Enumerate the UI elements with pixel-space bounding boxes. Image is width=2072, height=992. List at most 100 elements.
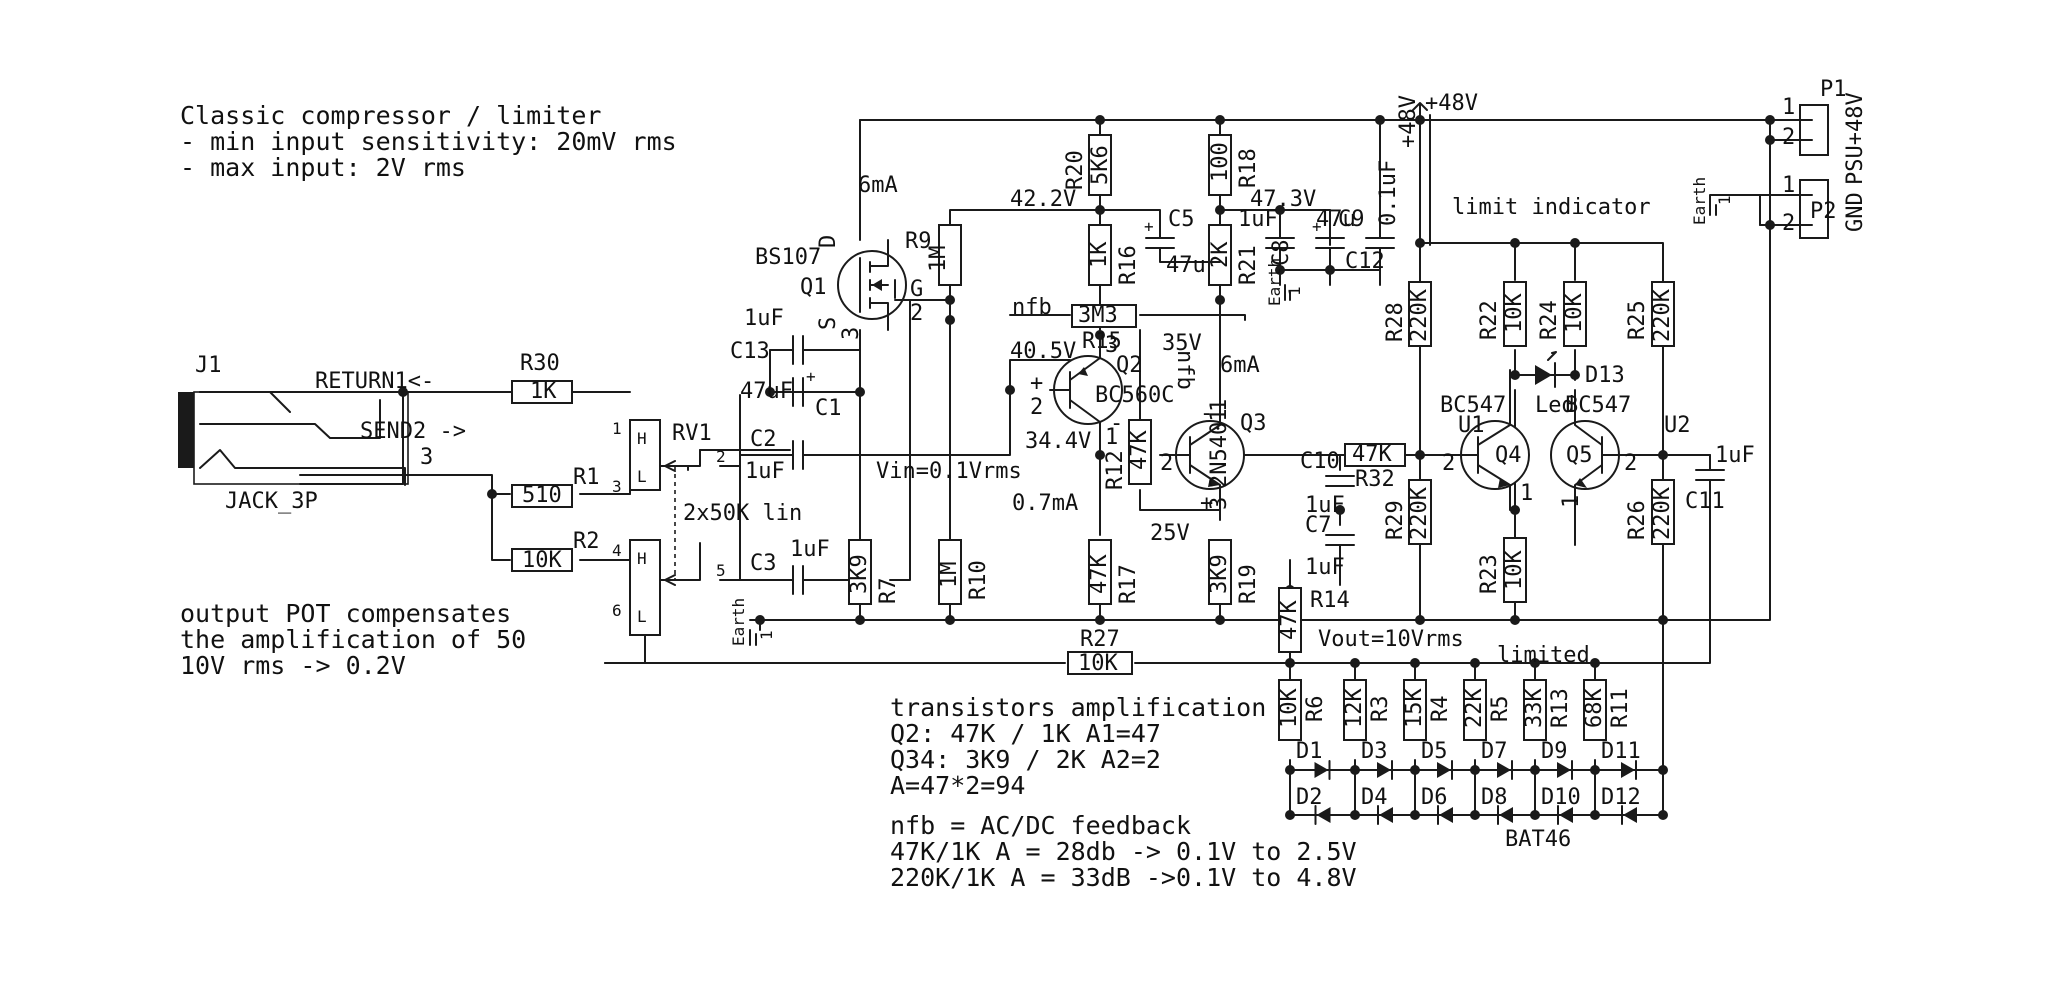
- resistor-r17[interactable]: 47K R17: [1087, 539, 1141, 605]
- diode-d6[interactable]: D6: [1421, 785, 1453, 825]
- r17-value: 47K: [1087, 554, 1112, 594]
- design-notes: Classic compressor / limiter - min input…: [180, 101, 1357, 892]
- resistor-r14[interactable]: 47K R14: [1277, 587, 1350, 653]
- v48-b: +48V: [1425, 91, 1478, 116]
- diode-d11[interactable]: D11: [1601, 739, 1641, 780]
- r5-ref: R5: [1488, 696, 1513, 723]
- led-d13[interactable]: D13 Led: [1514, 351, 1625, 418]
- r2-ref: R2: [573, 529, 600, 554]
- diode-ref: D3: [1361, 739, 1388, 764]
- resistor-r25[interactable]: 220K R25: [1625, 281, 1675, 347]
- r22-ref: R22: [1477, 300, 1502, 340]
- q2-value: BC560C: [1095, 383, 1174, 408]
- note-pot-3: 10V rms -> 0.2V: [180, 651, 406, 680]
- mosfet-q1[interactable]: D S G 2 3 BS107 Q1: [755, 235, 923, 340]
- connector-p2[interactable]: 1 2 P2 GND: [1782, 173, 1868, 239]
- capacitor-c10[interactable]: C10 1uF: [1300, 449, 1355, 518]
- capacitor-c12[interactable]: C12 0.1uF: [1345, 160, 1401, 274]
- capacitor-c1[interactable]: + C1 47uF: [740, 367, 861, 421]
- r11-value: 68K: [1582, 688, 1607, 728]
- q4-pin1: 1: [1520, 481, 1533, 506]
- net-annotations: 6mA 42.2V 47.3V nfb 35V nfb 40.5V 34.4V …: [858, 173, 1651, 668]
- earth-a-label: Earth: [729, 598, 748, 646]
- note-nfb-1: nfb = AC/DC feedback: [890, 811, 1191, 840]
- capacitor-c9[interactable]: + 47u C9: [1312, 207, 1365, 271]
- capacitor-c5[interactable]: + C5 47u: [1144, 207, 1221, 278]
- resistor-r15[interactable]: 3M3 R15: [1071, 303, 1137, 354]
- resistor-r2[interactable]: 10K R2: [511, 529, 600, 573]
- resistor-r23[interactable]: 10K R23: [1477, 537, 1527, 603]
- r22-value: 10K: [1502, 293, 1527, 333]
- q4-ref: Q4: [1495, 443, 1522, 468]
- resistor-r28[interactable]: 220K R28: [1383, 281, 1432, 347]
- diode-ref: D9: [1541, 739, 1568, 764]
- resistor-r20[interactable]: 5K6 R20: [1063, 134, 1113, 196]
- j1-value: JACK_3P: [225, 489, 318, 514]
- transistor-q4[interactable]: 2 1 Q4 BC547: [1439, 369, 1533, 511]
- diode-d9[interactable]: D9: [1541, 739, 1573, 780]
- resistor-r22[interactable]: 10K R22: [1477, 281, 1527, 347]
- diode-d12[interactable]: D12: [1601, 785, 1641, 825]
- transistor-q2[interactable]: + 2 3 1 - Q2 BC560C: [1030, 333, 1174, 450]
- r5-value: 22K: [1462, 688, 1487, 728]
- r16-value: 1K: [1087, 241, 1112, 268]
- resistor-r3[interactable]: 12K R3: [1342, 679, 1393, 741]
- resistor-r19[interactable]: 3K9 R19: [1207, 539, 1261, 605]
- transistor-q3[interactable]: - + 1 2 3 Q3 2N5401: [1159, 394, 1267, 521]
- resistor-r10[interactable]: 1M R10: [937, 539, 991, 605]
- potentiometer-rv1[interactable]: H L H L 1 2 3 4 5 6 RV1 2x50K lin: [612, 419, 802, 636]
- diode-d3[interactable]: D3: [1361, 739, 1393, 780]
- r15-value: 3M3: [1078, 303, 1118, 328]
- c2-ref: C2: [750, 427, 777, 452]
- diode-ref: D2: [1296, 785, 1323, 810]
- resistor-r16[interactable]: 1K R16: [1087, 224, 1141, 286]
- resistor-r7[interactable]: 3K9 R7: [847, 539, 901, 605]
- capacitor-c13[interactable]: 1uF C13: [730, 306, 861, 365]
- capacitor-c8[interactable]: 1uF C8: [1238, 207, 1295, 271]
- diode-d4[interactable]: D4: [1361, 785, 1393, 825]
- capacitor-c3[interactable]: C3 1uF: [739, 537, 830, 595]
- resistor-r6[interactable]: 10K R6: [1277, 679, 1328, 741]
- resistor-r18[interactable]: 100 R18: [1208, 134, 1261, 196]
- resistor-r12[interactable]: 47K R12: [1103, 419, 1152, 490]
- resistor-r32[interactable]: 47K R32: [1344, 442, 1406, 492]
- r24-ref: R24: [1537, 300, 1562, 340]
- resistor-r5[interactable]: 22K R5: [1462, 679, 1513, 741]
- resistor-r4[interactable]: 15K R4: [1402, 679, 1453, 741]
- capacitor-c11[interactable]: 1uF C11: [1685, 443, 1755, 514]
- v-473: 47.3V: [1250, 187, 1316, 212]
- resistor-r30[interactable]: 1K R30: [511, 351, 573, 404]
- note-title-2: - min input sensitivity: 20mV rms: [180, 127, 677, 156]
- jack-pin-3: 3: [420, 445, 433, 470]
- diode-d7[interactable]: D7: [1481, 739, 1513, 780]
- note-nfb-2: 47K/1K A = 28db -> 0.1V to 2.5V: [890, 837, 1357, 866]
- rv1-h1: H: [637, 429, 647, 448]
- p2-value: GND: [1843, 192, 1868, 232]
- c5-value: 47u: [1166, 253, 1206, 278]
- diode-d1[interactable]: D1: [1296, 739, 1331, 780]
- diode-d8[interactable]: D8: [1481, 785, 1513, 825]
- resistor-r21[interactable]: 2K R21: [1208, 224, 1261, 286]
- diode-d2[interactable]: D2: [1296, 785, 1331, 825]
- resistor-r9[interactable]: 1M R9: [905, 224, 962, 286]
- capacitor-c7[interactable]: C7 1uF: [1305, 513, 1355, 580]
- p1-value: PSU+48V: [1843, 92, 1868, 185]
- transistor-q5[interactable]: 2 1 Q5 BC547: [1550, 389, 1641, 511]
- connector-p1[interactable]: 1 2 P1 PSU+48V: [1782, 77, 1868, 185]
- resistor-r27[interactable]: 10K R27: [1067, 627, 1133, 676]
- resistor-r29[interactable]: 220K R29: [1383, 479, 1432, 545]
- diode-d5[interactable]: D5: [1421, 739, 1453, 780]
- resistor-r11[interactable]: 68K R11: [1582, 679, 1633, 741]
- resistor-r1[interactable]: 510 R1: [511, 465, 600, 508]
- q2-minus: -: [1110, 411, 1123, 436]
- resistor-r24[interactable]: 10K R24: [1537, 281, 1587, 347]
- resistor-r13[interactable]: 33K R13: [1522, 679, 1573, 741]
- resistor-r26[interactable]: 220K R26: [1625, 479, 1675, 545]
- jack-j1[interactable]: J1 JACK_3P RETURN1<- SEND2 -> 3: [178, 353, 466, 514]
- r24-value: 10K: [1562, 293, 1587, 333]
- capacitor-c2[interactable]: C2 1uF: [739, 427, 821, 484]
- diode-d10[interactable]: D10: [1541, 785, 1581, 825]
- p1-pin1: 1: [1782, 95, 1795, 120]
